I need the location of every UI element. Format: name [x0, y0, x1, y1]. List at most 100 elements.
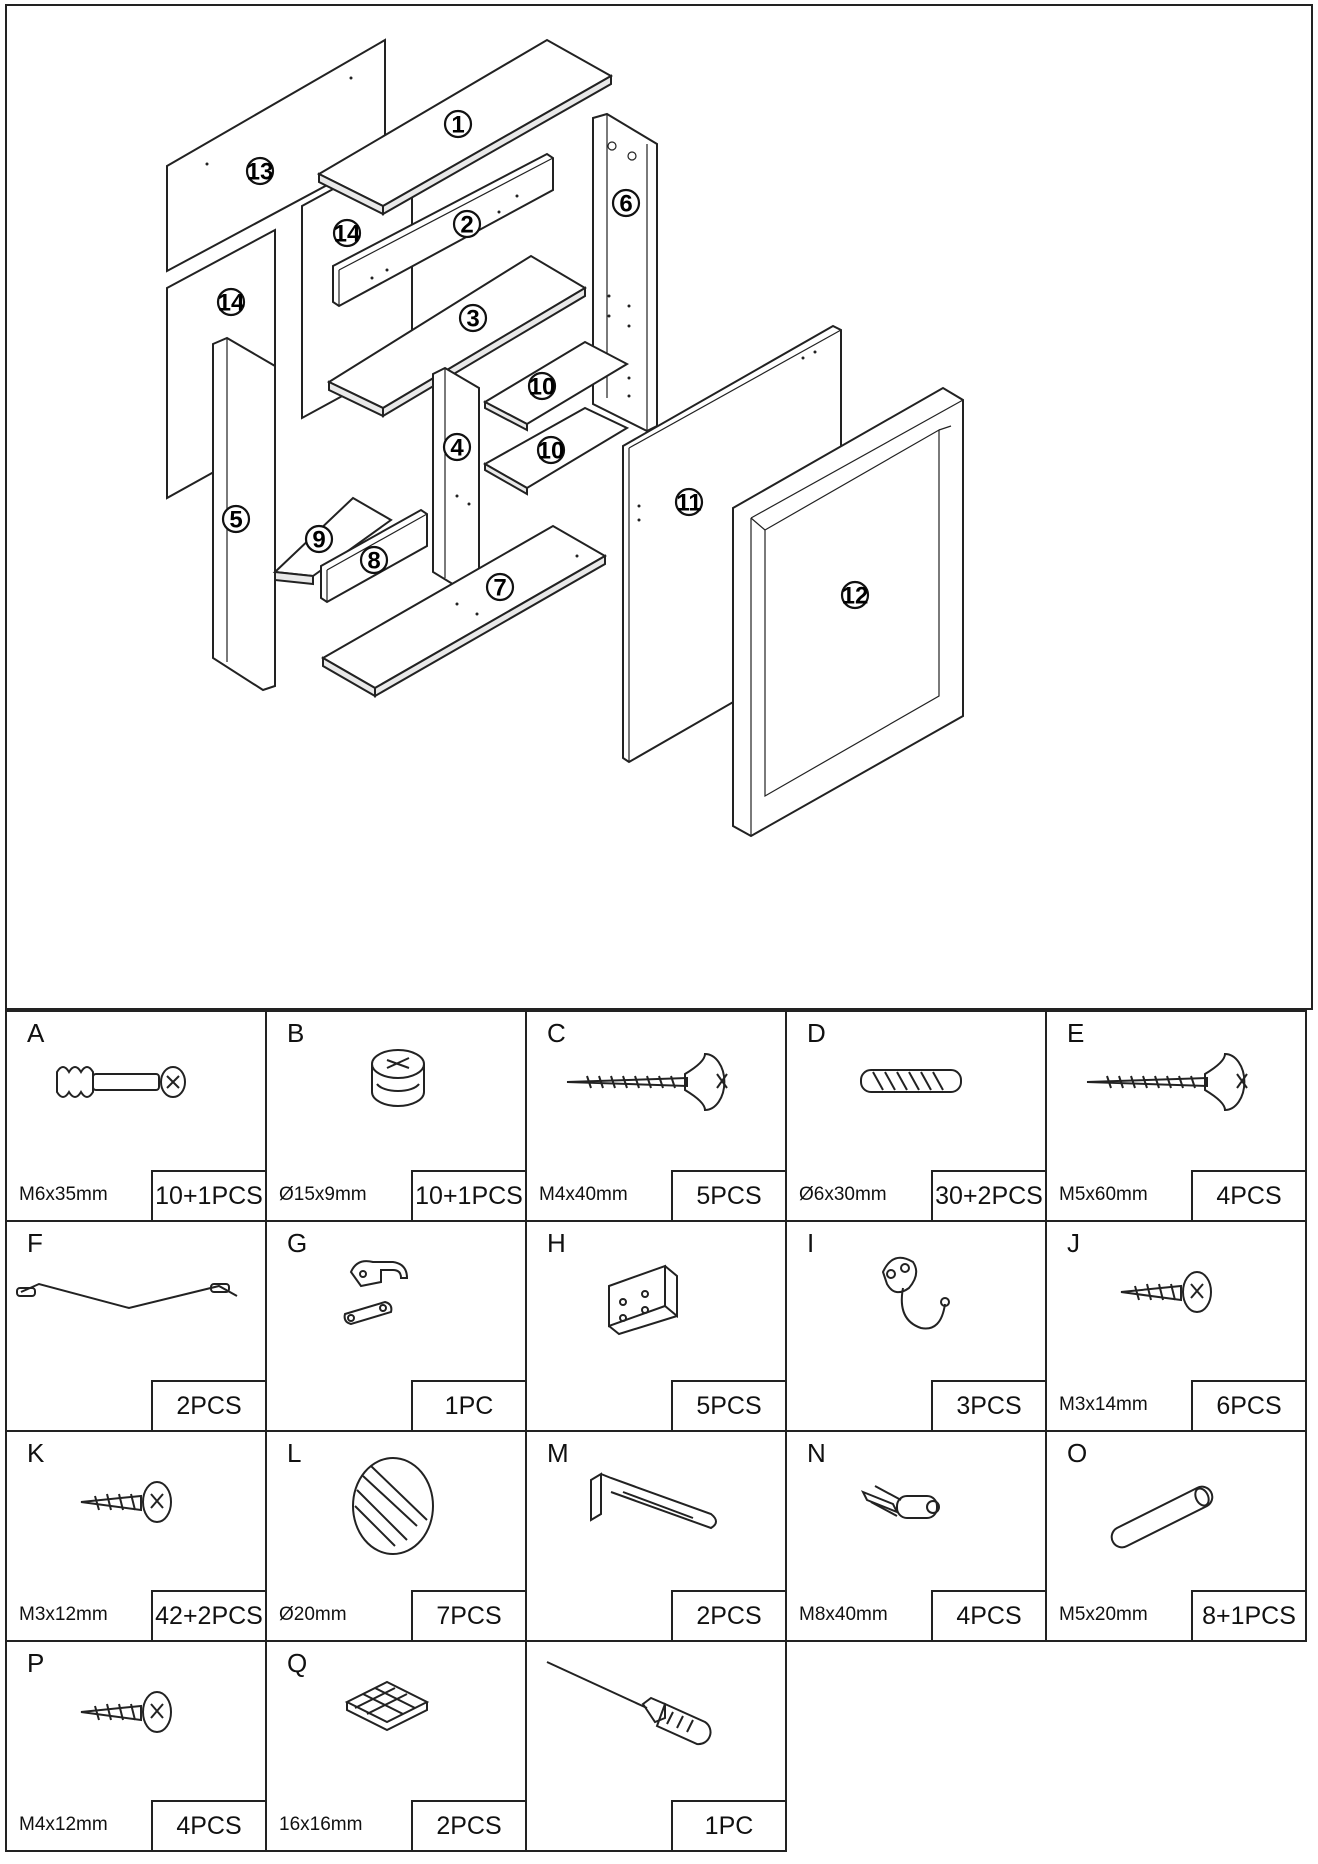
hardware-size-spec: Ø6x30mm [799, 1184, 887, 1205]
part-number-label: 1 [443, 109, 473, 139]
part-10-small-shelf-upper [482, 340, 630, 432]
hardware-letter: B [287, 1018, 305, 1048]
hardware-size-spec: Ø20mm [279, 1604, 347, 1625]
hardware-quantity: 3PCS [931, 1380, 1047, 1432]
short-screw-icon [80, 1691, 172, 1733]
hardware-letter: D [807, 1018, 826, 1048]
svg-text:7: 7 [493, 575, 506, 602]
hardware-quantity: 4PCS [151, 1800, 267, 1852]
part-9-small-board [272, 496, 393, 586]
coat-hook-icon [881, 1256, 950, 1330]
hardware-size-spec: M3x14mm [1059, 1394, 1148, 1415]
svg-text:14: 14 [218, 290, 245, 317]
part-number-label: 12 [840, 580, 870, 610]
hardware-item-h: H 5PCS [525, 1220, 787, 1432]
wall-anchor-icon [860, 1485, 940, 1519]
hardware-size-spec: M5x20mm [1059, 1604, 1148, 1625]
hardware-size-spec: M3x12mm [19, 1604, 108, 1625]
svg-text:12: 12 [842, 583, 869, 610]
hardware-quantity: 1PC [411, 1380, 527, 1432]
hardware-quantity: 2PCS [151, 1380, 267, 1432]
hardware-letter: G [287, 1228, 308, 1258]
svg-text:2: 2 [460, 212, 473, 239]
hardware-quantity: 2PCS [411, 1800, 527, 1852]
hardware-letter: J [1067, 1228, 1080, 1258]
hardware-letter: I [807, 1228, 815, 1258]
hardware-item-d: D Ø6x30mm 30+2PCS [785, 1010, 1047, 1222]
hardware-letter: E [1067, 1018, 1085, 1048]
hardware-quantity: 30+2PCS [931, 1170, 1047, 1222]
exploded-view-drawing [166, 38, 964, 838]
part-number-label: 2 [452, 209, 482, 239]
svg-text:3: 3 [466, 306, 479, 333]
hardware-letter: H [547, 1228, 566, 1258]
svg-text:13: 13 [247, 159, 274, 186]
hardware-quantity: 1PC [671, 1800, 787, 1852]
hardware-quantity: 4PCS [1191, 1170, 1307, 1222]
angle-bracket-icon [608, 1264, 678, 1336]
svg-text:10: 10 [529, 374, 556, 401]
part-2-rail [332, 152, 554, 308]
hardware-size-spec: 16x16mm [279, 1814, 363, 1835]
part-number-label: 5 [221, 504, 251, 534]
svg-text:1: 1 [451, 112, 464, 139]
short-screw-icon [1120, 1271, 1212, 1313]
hardware-item-c: C M4x40mm 5PCS [525, 1010, 787, 1222]
felt-pad-icon [344, 1680, 430, 1732]
hardware-quantity: 6PCS [1191, 1380, 1307, 1432]
hardware-item-i: I 3PCS [785, 1220, 1047, 1432]
cover-cap-icon [352, 1457, 434, 1555]
hardware-size-spec: M8x40mm [799, 1604, 888, 1625]
hardware-item-tool: 1PC [525, 1640, 787, 1852]
hardware-letter: L [287, 1438, 302, 1468]
hardware-letter: K [27, 1438, 45, 1468]
hardware-item-j: J M3x14mm 6PCS [1045, 1220, 1307, 1432]
hardware-letter: Q [287, 1648, 308, 1678]
hardware-letter: C [547, 1018, 566, 1048]
connector-pin-icon [1110, 1485, 1214, 1549]
cam-lock-icon [371, 1049, 425, 1107]
hardware-letter: P [27, 1648, 45, 1678]
part-12-framed-door [732, 386, 964, 838]
part-number-label: 14 [216, 287, 246, 317]
svg-text:14: 14 [334, 221, 361, 248]
hardware-size-spec: M6x35mm [19, 1184, 108, 1205]
part-number-label: 9 [304, 524, 334, 554]
part-number-label: 8 [359, 545, 389, 575]
svg-text:9: 9 [312, 527, 325, 554]
part-number-label: 11 [674, 487, 704, 517]
hardware-item-g: G 1PC [265, 1220, 527, 1432]
hardware-quantity: 5PCS [671, 1380, 787, 1432]
part-number-label: 13 [245, 156, 275, 186]
part-number-label: 6 [611, 188, 641, 218]
hardware-item-q: Q 16x16mm 2PCS [265, 1640, 527, 1852]
part-number-label: 7 [485, 572, 515, 602]
hardware-size-spec: M4x12mm [19, 1814, 108, 1835]
hardware-letter: N [807, 1438, 826, 1468]
hardware-quantity: 5PCS [671, 1170, 787, 1222]
hardware-quantity: 2PCS [671, 1590, 787, 1642]
hardware-quantity: 4PCS [931, 1590, 1047, 1642]
svg-text:6: 6 [619, 191, 632, 218]
hardware-size-spec: Ø15x9mm [279, 1184, 367, 1205]
part-number-label: 3 [458, 303, 488, 333]
svg-text:10: 10 [538, 438, 565, 465]
hardware-item-p: P M4x12mm 4PCS [5, 1640, 267, 1852]
hardware-item-n: N M8x40mm 4PCS [785, 1430, 1047, 1642]
hardware-letter: A [27, 1018, 45, 1048]
hardware-size-spec: M4x40mm [539, 1184, 628, 1205]
screwdriver-icon [546, 1661, 712, 1746]
hardware-quantity: 42+2PCS [151, 1590, 267, 1642]
svg-text:5: 5 [229, 507, 242, 534]
hardware-quantity: 8+1PCS [1191, 1590, 1307, 1642]
